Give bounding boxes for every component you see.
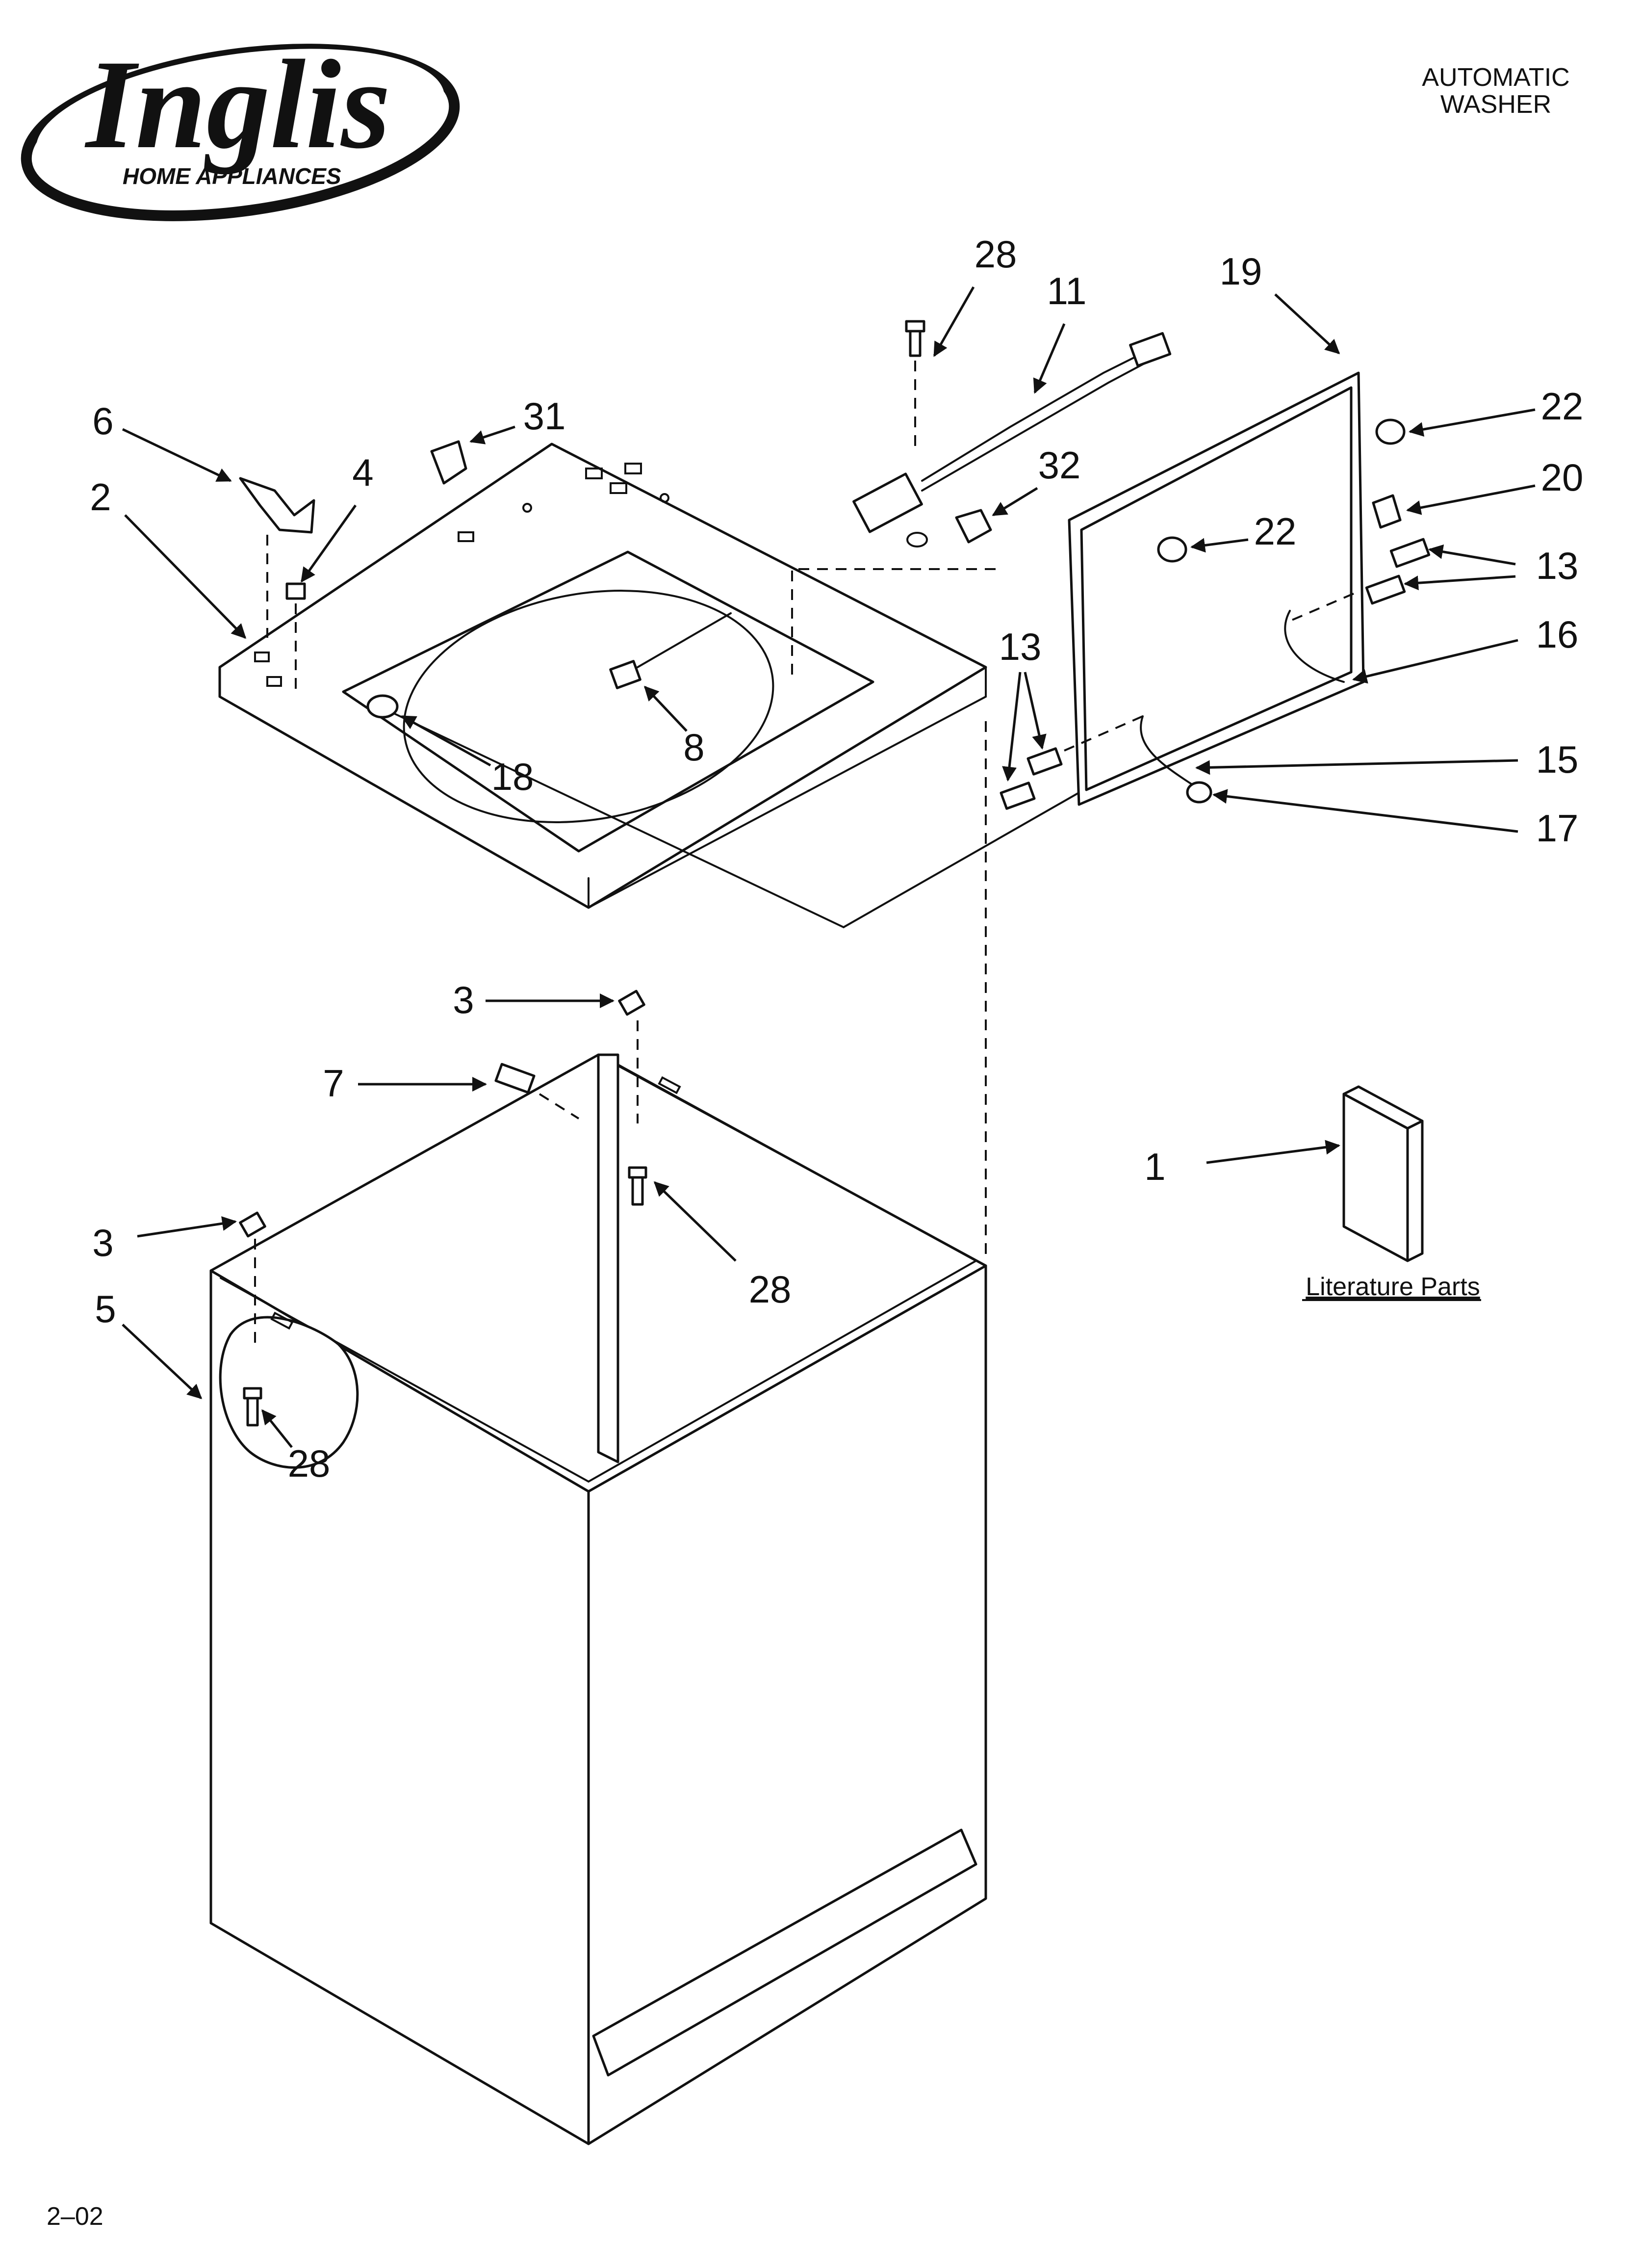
inglis-logo: Inglis HOME APPLIANCES <box>21 34 460 221</box>
console-frame-part <box>1068 371 1365 806</box>
clip-nut-3-lower-part <box>239 1211 266 1344</box>
top-cover-part <box>218 443 987 909</box>
screw-13-right-lower-part <box>1284 574 1406 624</box>
screw-top-part <box>905 320 925 451</box>
screw-8-part <box>609 612 732 689</box>
hose-16-part <box>1284 610 1345 683</box>
callout-13-right: 13 <box>1536 544 1579 587</box>
logo-wordmark: Inglis <box>84 34 391 175</box>
clip-20-part <box>1372 494 1402 529</box>
screw-7-part <box>494 1063 580 1120</box>
knob-part <box>791 509 996 682</box>
callout-32: 32 <box>1038 443 1081 487</box>
footer-code: 2–02 <box>47 2202 103 2231</box>
screw-13-left-upper-part <box>1026 747 1063 776</box>
callout-3-upper: 3 <box>453 978 474 1021</box>
callout-11: 11 <box>1047 269 1087 313</box>
callout-6: 6 <box>92 399 113 443</box>
nut-4-part <box>285 582 306 697</box>
callout-28-mid: 28 <box>749 1268 792 1311</box>
screw-28-lower-part <box>243 1387 262 1427</box>
callout-22-mid: 22 <box>1254 510 1297 553</box>
callout-13-left: 13 <box>999 625 1042 668</box>
callout-22-right: 22 <box>1541 385 1584 428</box>
callout-16: 16 <box>1536 613 1579 656</box>
callout-7: 7 <box>323 1062 344 1105</box>
screw-28-mid-part <box>628 1166 647 1206</box>
title-line-2: WASHER <box>1440 90 1551 119</box>
callout-5: 5 <box>95 1287 116 1330</box>
screw-13-left-lower-part <box>1000 715 1143 810</box>
clip-6-part <box>239 477 315 638</box>
callout-4: 4 <box>352 451 373 494</box>
screw-13-right-upper-part <box>1389 538 1431 568</box>
callout-18: 18 <box>491 755 534 798</box>
callout-20: 20 <box>1541 456 1584 499</box>
clamp-17-part <box>1186 781 1212 804</box>
title-line-1: AUTOMATIC <box>1422 63 1569 92</box>
callout-15: 15 <box>1536 738 1579 781</box>
button-22-right-part <box>1375 418 1406 445</box>
lid-switch-assembly-part <box>852 332 1172 547</box>
literature-book-part <box>1342 1085 1424 1262</box>
nozzle-18-part <box>366 694 1085 928</box>
clip-31-part <box>430 440 467 485</box>
callout-2: 2 <box>90 475 111 519</box>
callout-8: 8 <box>683 726 704 769</box>
leader-arrows <box>122 286 1536 1448</box>
cabinet-part <box>209 721 987 2145</box>
callout-19: 19 <box>1220 250 1262 293</box>
callout-3-lower: 3 <box>92 1221 113 1264</box>
callout-31: 31 <box>523 394 566 438</box>
button-22-mid-part <box>1157 536 1187 563</box>
callout-28-lower: 28 <box>288 1442 331 1485</box>
hose-15-part <box>1140 715 1198 788</box>
logo-subtext: HOME APPLIANCES <box>123 163 341 189</box>
literature-parts-label: Literature Parts <box>1306 1273 1480 1301</box>
callout-17: 17 <box>1536 807 1579 850</box>
clip-nut-3-upper-part <box>618 990 645 1123</box>
callout-1: 1 <box>1144 1145 1165 1188</box>
callout-28-top: 28 <box>975 233 1017 276</box>
